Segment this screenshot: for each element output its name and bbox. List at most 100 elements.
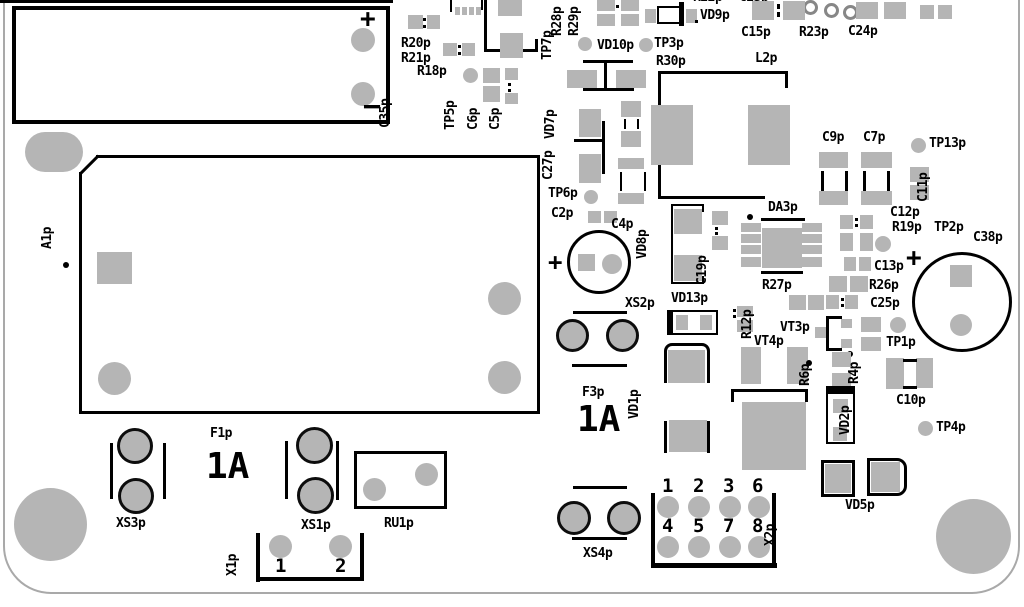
label-ru1p: RU1p (384, 516, 414, 531)
label-r21p: R21p (401, 51, 431, 66)
pad (483, 68, 500, 83)
cathode-bar (667, 310, 673, 335)
pad (860, 215, 873, 229)
label-c25p: C25p (870, 296, 900, 311)
label-c13p: C13p (874, 259, 904, 274)
outline-line (163, 443, 166, 499)
connector-bracket (651, 563, 777, 568)
polarity-bar (637, 119, 639, 129)
label-c27p: C27p (541, 150, 556, 180)
pad (741, 347, 761, 384)
pad (861, 191, 892, 205)
capacitor-outline-c4p (567, 230, 631, 294)
connector-bracket (772, 493, 776, 568)
pad (462, 43, 475, 56)
pad (741, 257, 761, 267)
polarity-dot (508, 89, 511, 92)
label-f3p: F3p (582, 385, 604, 400)
outline-line (481, 0, 483, 10)
polarity-dot (458, 45, 461, 48)
label-vd9p: VD9p (700, 8, 730, 23)
c4p-plus-mark: + (548, 248, 563, 276)
outline-line (887, 171, 890, 191)
pad (916, 358, 933, 388)
pad (815, 327, 826, 338)
outline-line (602, 121, 605, 174)
pad (802, 234, 822, 243)
pad (578, 254, 595, 271)
outline-line (573, 486, 627, 489)
label-c35p: C35p (378, 98, 393, 128)
pad (483, 86, 500, 102)
pad (871, 462, 900, 492)
outline-line (671, 282, 704, 284)
label-r20p: R20p (401, 36, 431, 51)
cathode-bar (679, 2, 684, 26)
pad (567, 70, 597, 88)
label-r27p: R27p (762, 278, 792, 293)
pad (621, 0, 639, 11)
pad (950, 265, 972, 287)
pad (686, 9, 697, 23)
outline-line (826, 316, 829, 351)
pad (841, 319, 852, 328)
pad (783, 1, 805, 20)
pad (819, 152, 848, 168)
label-r6p: R6p (798, 364, 813, 386)
label-vt4p: VT4p (754, 334, 784, 349)
pad (645, 9, 656, 23)
pad (850, 276, 868, 292)
testpoint-tp5p (463, 68, 478, 83)
outline-line (702, 276, 704, 284)
outline-line (805, 389, 808, 402)
connector-bracket (256, 533, 260, 582)
pad (621, 101, 641, 117)
top-edge-line (0, 0, 393, 3)
label-c5p: C5p (488, 108, 503, 130)
label-xs4p: XS4p (583, 546, 613, 561)
pad (910, 167, 929, 182)
label-vd2p: VD2p (838, 405, 853, 435)
pad (840, 233, 853, 251)
pad (408, 15, 423, 29)
outline-line (671, 204, 704, 206)
label-l2p: L2p (755, 51, 777, 66)
pad (789, 295, 806, 310)
pad (819, 191, 848, 205)
x2p-pin-number: 8 (752, 515, 764, 537)
x2p-pin-number: 5 (693, 515, 705, 537)
pad (674, 209, 702, 234)
pad (884, 2, 906, 19)
x2p-pin-number: 6 (752, 475, 764, 497)
module-outline (537, 155, 540, 414)
outline-line (336, 441, 339, 500)
pin-pad (688, 536, 710, 558)
pad (825, 464, 851, 493)
pad (833, 427, 847, 441)
battery-pad (351, 82, 375, 106)
fuse-clip-hole (117, 428, 153, 464)
pin-pad (688, 496, 710, 518)
label-c7p: C7p (863, 130, 885, 145)
outline-line (583, 60, 633, 63)
outline-line (845, 171, 848, 191)
polarity-dot (733, 315, 736, 318)
pad (579, 109, 601, 137)
outline-line (761, 218, 805, 221)
pad (742, 402, 806, 470)
label-vd7p: VD7p (543, 109, 558, 139)
polarity-dot (423, 18, 426, 21)
label-vd5p: VD5p (845, 498, 875, 513)
label-tp4p: TP4p (936, 420, 966, 435)
outline-line (667, 333, 718, 335)
pad (712, 211, 728, 225)
label-r22p: R22p (693, 0, 723, 5)
pad (841, 339, 852, 348)
pin-pad (269, 535, 292, 558)
module-outline (79, 172, 82, 414)
via-hole (824, 3, 839, 18)
pad (500, 33, 523, 58)
outline-line (903, 359, 917, 362)
label-vt3p: VT3p (780, 320, 810, 335)
battery-plus-mark: + (360, 4, 376, 34)
